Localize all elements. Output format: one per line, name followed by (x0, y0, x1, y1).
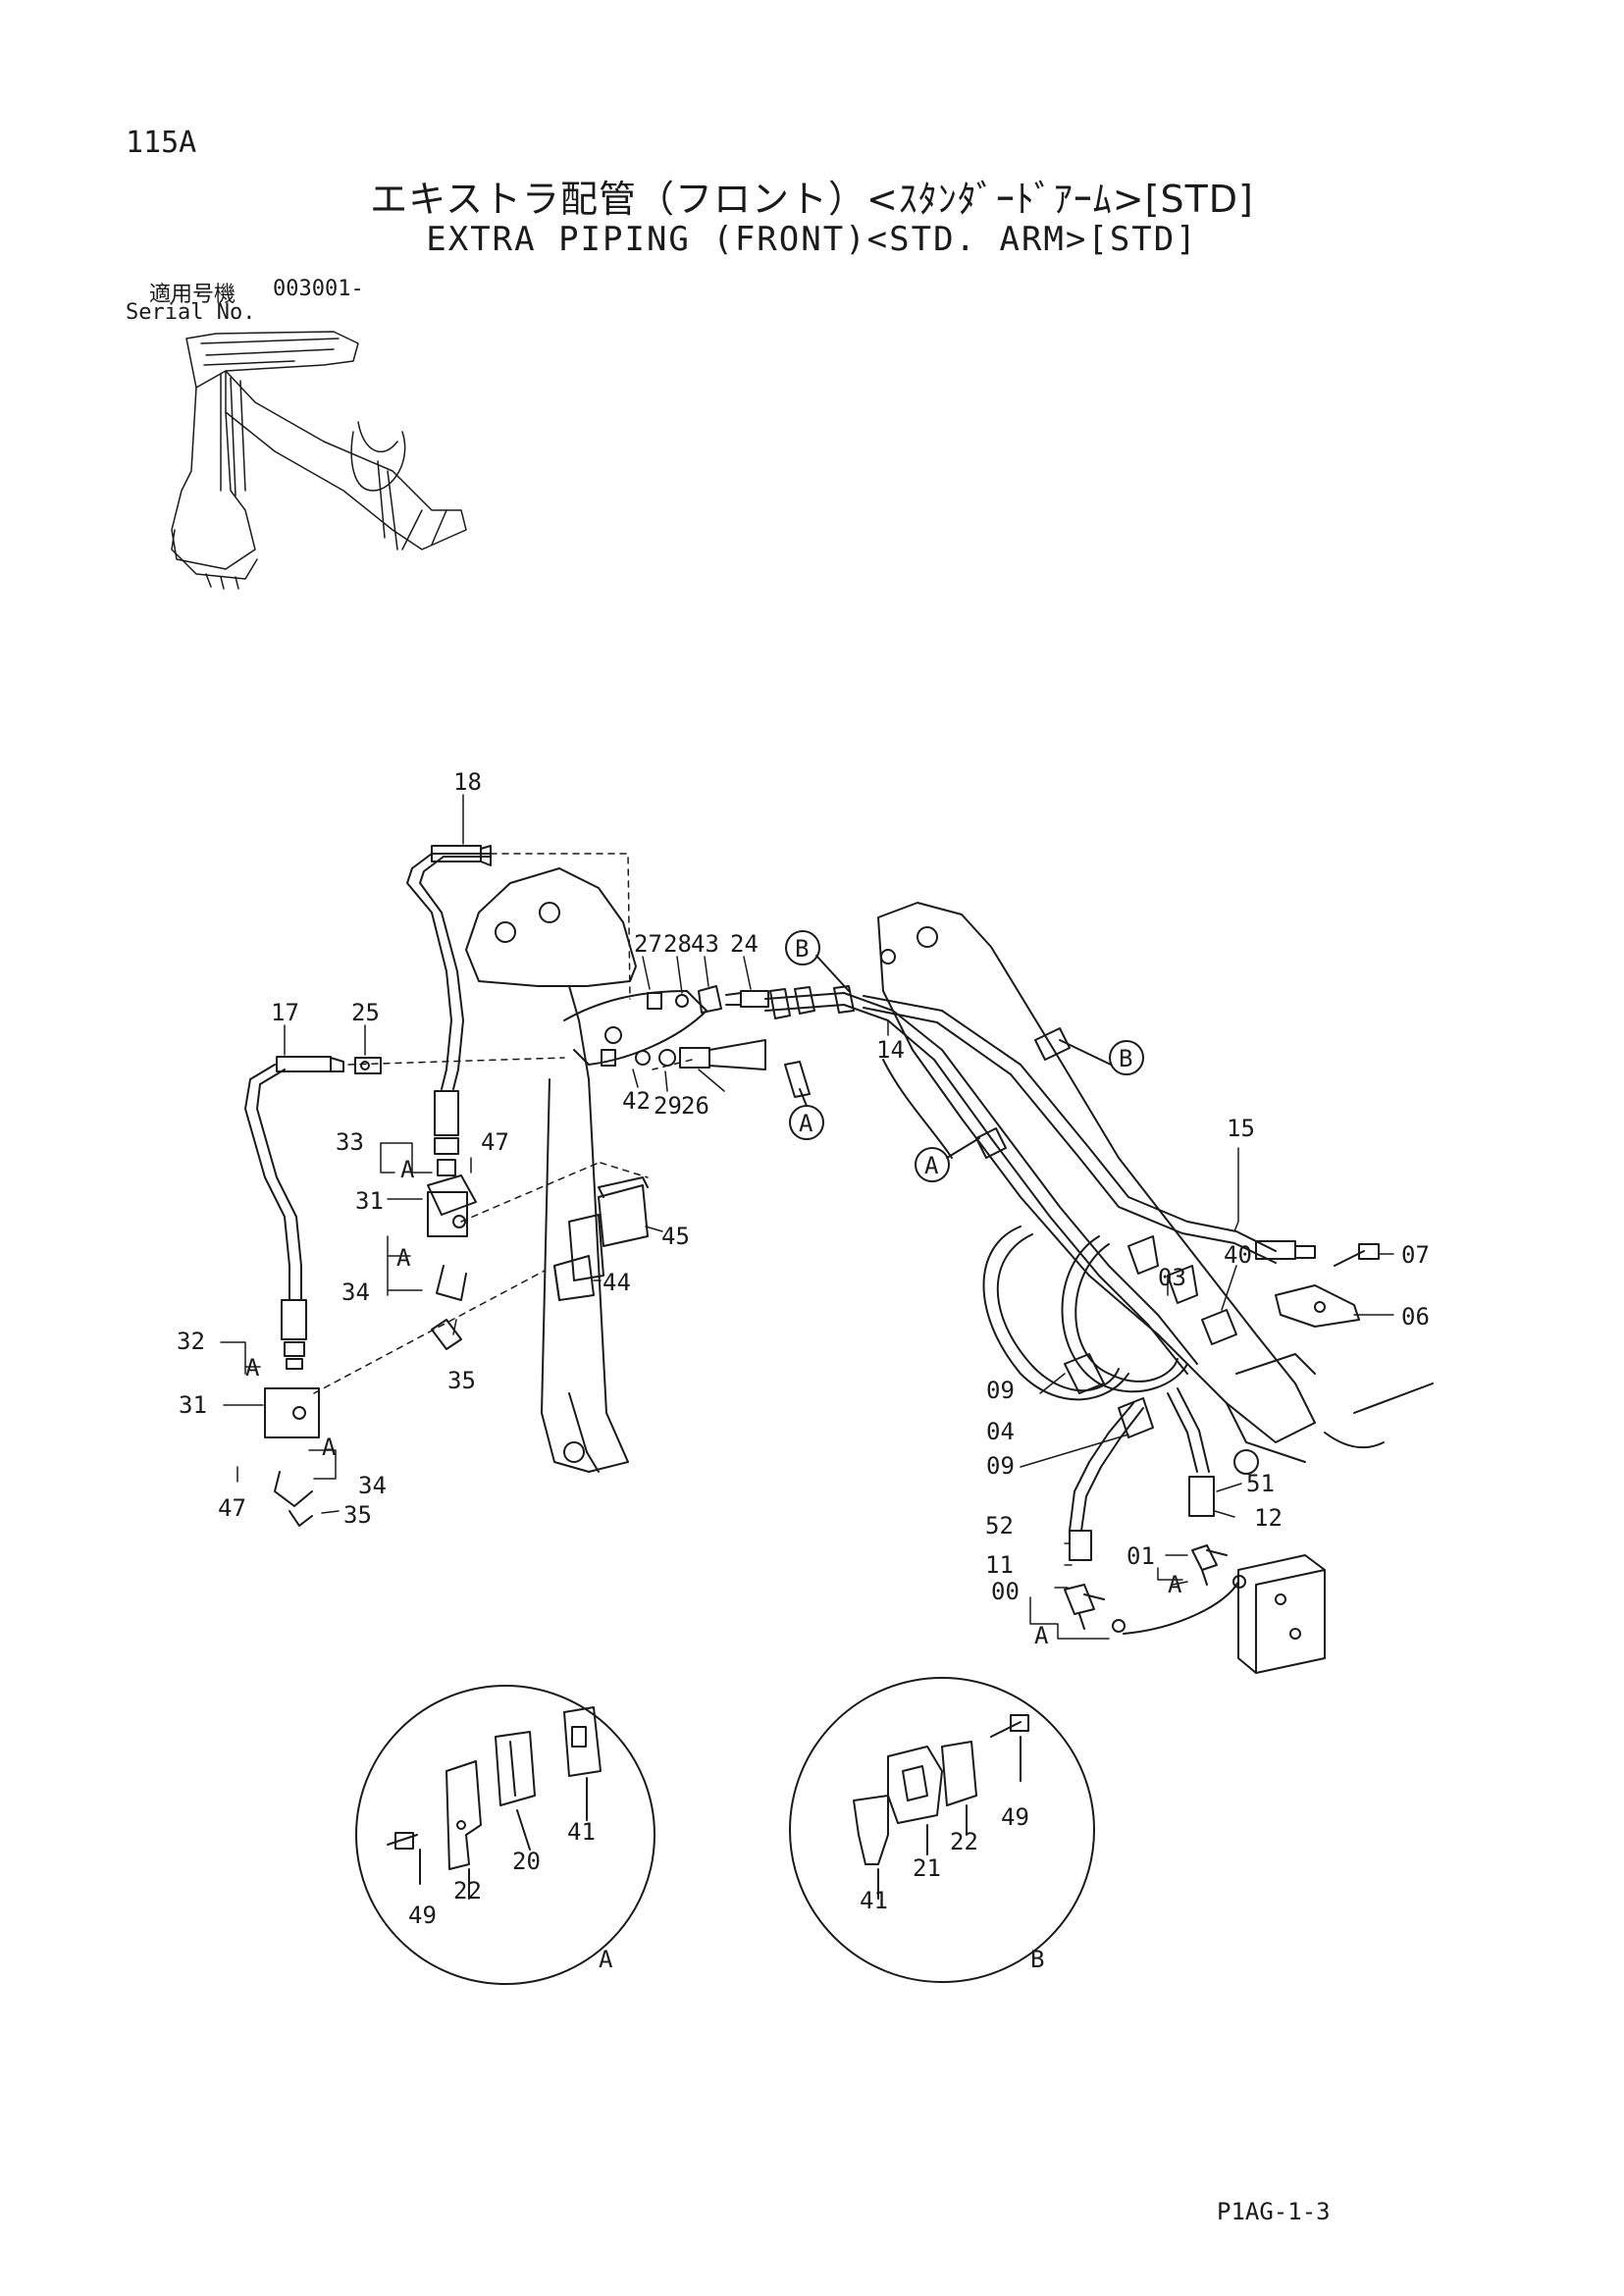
ref-label-a-2: A (924, 1152, 939, 1179)
pipe-14 (764, 992, 1198, 1375)
detail-label-a: A (599, 1946, 613, 1973)
callout-17: 17 (271, 999, 299, 1026)
serial-value: 003001- (273, 277, 364, 301)
callout-49-b: 49 (1001, 1803, 1029, 1831)
callout-11: 11 (985, 1551, 1014, 1579)
title-japanese: エキストラ配管（フロント）<ｽﾀﾝﾀﾞｰﾄﾞｱｰﾑ>[STD] (370, 178, 1254, 221)
callout-52: 52 (985, 1512, 1014, 1539)
callout-25: 25 (351, 999, 380, 1026)
callout-51: 51 (1246, 1470, 1275, 1497)
ref-label-a-6: A (322, 1434, 337, 1461)
callout-22-a: 22 (453, 1877, 482, 1905)
thumbnail-machine-icon (171, 331, 467, 590)
callout-04: 04 (986, 1418, 1015, 1445)
callout-34-a: 34 (341, 1278, 370, 1306)
ref-marker-b-1 (785, 930, 850, 992)
hose-18 (406, 845, 492, 1090)
callout-47-b: 47 (218, 1494, 246, 1522)
callout-44: 44 (602, 1269, 631, 1296)
callout-20: 20 (512, 1848, 541, 1875)
callout-06: 06 (1401, 1303, 1430, 1331)
detail-view-a (355, 1685, 655, 1985)
ref-label-a-8: A (1034, 1622, 1049, 1649)
callout-35-b: 35 (343, 1501, 372, 1529)
title-english: EXTRA PIPING (FRONT)<STD. ARM>[STD] (426, 220, 1198, 259)
callout-27: 27 (634, 930, 662, 958)
callout-14: 14 (876, 1036, 905, 1064)
callout-35-a: 35 (447, 1367, 476, 1394)
callout-49-a: 49 (408, 1902, 437, 1929)
pipe-15 (863, 995, 1316, 1264)
detail-view-b (789, 1677, 1095, 1983)
ref-label-a-1: A (799, 1110, 813, 1137)
callout-40: 40 (1224, 1241, 1252, 1269)
ref-marker-b-2 (1059, 1039, 1144, 1075)
ref-label-a-5: A (245, 1354, 260, 1382)
arm-outline (877, 902, 1434, 1475)
ref-marker-a-1 (789, 1088, 824, 1140)
ref-label-a-7: A (1168, 1571, 1182, 1598)
fitting-stack-lower (264, 1299, 320, 1527)
callout-47-a: 47 (481, 1128, 509, 1156)
callout-28: 28 (663, 930, 692, 958)
callout-41-b: 41 (860, 1887, 888, 1914)
callout-24: 24 (730, 930, 759, 958)
callout-43: 43 (691, 930, 719, 958)
callout-29: 29 (654, 1092, 682, 1120)
footer-code: P1AG-1-3 (1217, 2198, 1331, 2225)
pipe-clamps (769, 985, 1071, 1159)
hose-17 (244, 1056, 344, 1301)
ref-label-b-1: B (795, 935, 809, 963)
callout-42: 42 (622, 1087, 651, 1115)
serial-label-japanese: 適用号機 (149, 283, 236, 307)
callout-41-a: 41 (567, 1818, 596, 1846)
dashed-reference-lines (313, 853, 693, 1394)
callout-45: 45 (661, 1223, 690, 1250)
callout-34-b: 34 (358, 1472, 387, 1499)
boom-head (563, 990, 707, 1066)
fittings-pivot (354, 985, 769, 1074)
callout-15: 15 (1227, 1115, 1255, 1142)
bracket-06-07 (1275, 1243, 1380, 1328)
callout-31-a: 31 (355, 1187, 384, 1215)
fitting-stack-upper (427, 1090, 477, 1301)
ref-label-a-4: A (396, 1244, 411, 1272)
callout-33: 33 (336, 1128, 364, 1156)
callout-26: 26 (681, 1092, 709, 1120)
callout-07: 07 (1401, 1241, 1430, 1269)
callout-12: 12 (1254, 1504, 1283, 1532)
callout-01: 01 (1126, 1542, 1155, 1570)
callout-32: 32 (177, 1328, 205, 1355)
ref-label-b-2: B (1119, 1045, 1132, 1072)
ref-label-a-3: A (400, 1156, 415, 1183)
hose-loops-lower (982, 1226, 1237, 1561)
callout-03: 03 (1158, 1264, 1186, 1291)
leader-lines (220, 794, 1394, 1640)
callout-09-a: 09 (986, 1377, 1015, 1404)
callout-00: 00 (991, 1578, 1020, 1605)
callout-09-b: 09 (986, 1452, 1015, 1480)
callout-22-b: 22 (950, 1828, 978, 1855)
page-code: 115A (126, 126, 197, 160)
detail-label-b: B (1030, 1946, 1044, 1973)
ref-marker-a-2 (915, 1137, 980, 1182)
callout-18: 18 (453, 768, 482, 796)
boom-outline (465, 867, 637, 1473)
tee-fittings-and-plate (1064, 1544, 1326, 1674)
callout-31-b: 31 (179, 1391, 207, 1419)
serial-label-english: Serial No. (126, 300, 256, 325)
bracket-45-44 (431, 1176, 649, 1350)
callout-21: 21 (913, 1854, 941, 1882)
